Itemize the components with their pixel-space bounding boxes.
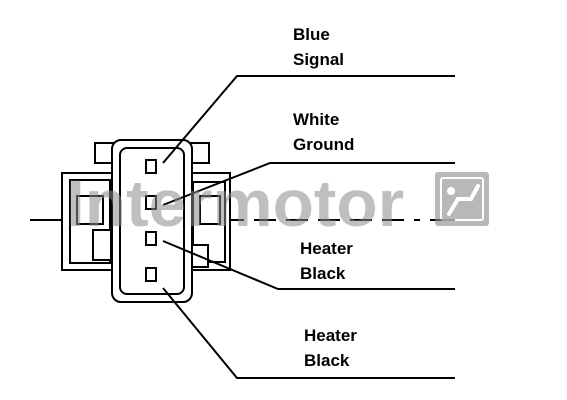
wire-3-function-label: Black: [300, 264, 346, 283]
wire-label-4: Heater Black: [304, 326, 357, 370]
pin-3: [145, 231, 157, 246]
connector-housing: [61, 139, 231, 303]
wire-1-color-label: Blue: [293, 25, 330, 44]
leader-line-4: [162, 287, 455, 379]
wire-label-1: Blue Signal: [293, 25, 344, 69]
wire-2-function-label: Ground: [293, 135, 354, 154]
wire-4-color-label: Heater: [304, 326, 357, 345]
wire-1-function-label: Signal: [293, 50, 344, 69]
wire-3-color-label: Heater: [300, 239, 353, 258]
wire-4-function-label: Black: [304, 351, 350, 370]
leader-lines: [162, 75, 455, 379]
wire-label-3: Heater Black: [300, 239, 353, 283]
connector-pins: [145, 159, 157, 282]
leader-line-1: [162, 75, 455, 164]
wire-2-color-label: White: [293, 110, 339, 129]
pin-1: [145, 159, 157, 174]
intermotor-logo-icon: [435, 172, 489, 226]
leader-line-3: [162, 240, 455, 290]
watermark-text: Intermotor: [66, 166, 404, 240]
wire-label-2: White Ground: [293, 110, 354, 154]
leader-line-2: [162, 162, 455, 206]
pin-4: [145, 267, 157, 282]
pin-2: [145, 195, 157, 210]
